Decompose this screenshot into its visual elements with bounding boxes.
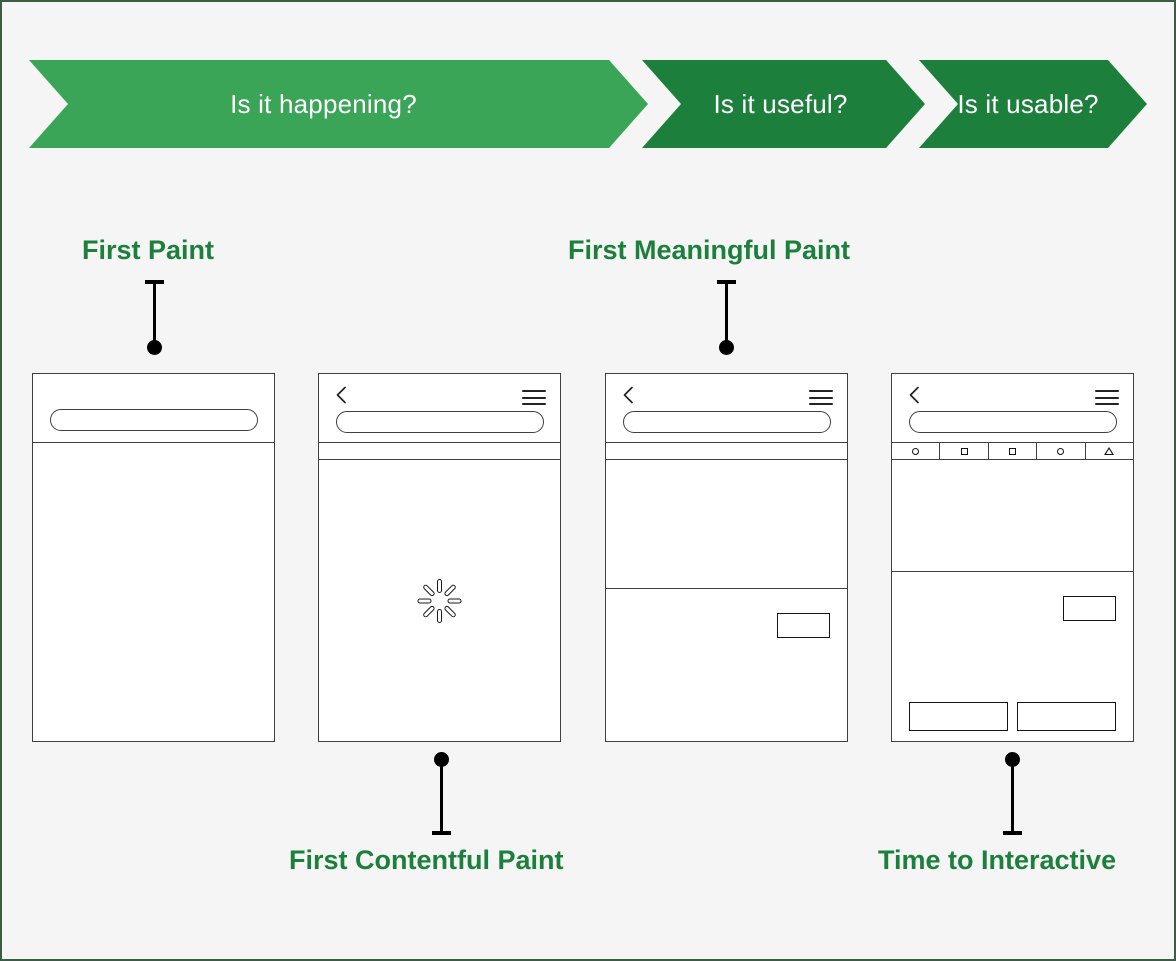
back-chevron-icon[interactable]	[622, 386, 635, 404]
user-experience-phase-banner: Is it happening? Is it useful? Is it usa…	[29, 60, 1147, 148]
hero-placeholder	[606, 460, 847, 588]
action-button-primary[interactable]	[909, 702, 1008, 731]
phase-label: Is it usable?	[957, 88, 1099, 119]
back-chevron-icon[interactable]	[335, 386, 348, 404]
leader-stem	[1011, 755, 1014, 835]
leader-stem	[440, 755, 443, 835]
content-section	[606, 588, 847, 741]
metric-label-first-paint: First Paint	[82, 235, 215, 265]
text-line-group	[623, 612, 759, 638]
toolbar-cell-square-2[interactable]	[989, 443, 1038, 459]
loading-spinner-icon	[417, 578, 463, 624]
metric-label-first-contentful-paint: First Contentful Paint	[289, 845, 564, 875]
phase-chevron-is-it-happening[interactable]: Is it happening?	[29, 60, 648, 148]
action-button-secondary[interactable]	[1017, 702, 1116, 731]
phase-label: Is it useful?	[713, 88, 848, 119]
page-viewport-content	[606, 460, 847, 741]
action-button-row	[909, 702, 1116, 731]
phone-mockup-first-meaningful-paint	[605, 373, 848, 742]
hamburger-menu-icon[interactable]	[522, 390, 546, 405]
square-icon	[1009, 447, 1017, 455]
triangle-icon	[1104, 447, 1115, 455]
leader-line-first-contentful-paint	[426, 752, 456, 835]
leader-line-time-to-interactive	[997, 752, 1027, 835]
hero-placeholder	[892, 460, 1133, 571]
back-chevron-icon[interactable]	[908, 386, 921, 404]
toolbar-cell-circle-2[interactable]	[1037, 443, 1086, 459]
thumbnail-placeholder	[777, 613, 830, 638]
hamburger-menu-icon[interactable]	[809, 390, 833, 405]
content-section	[892, 571, 1133, 741]
app-icon-toolbar	[892, 443, 1133, 460]
phase-label: Is it happening?	[230, 88, 417, 119]
toolbar-strip	[606, 443, 847, 460]
square-icon	[960, 447, 968, 455]
url-bar[interactable]	[336, 411, 544, 433]
leader-cap	[432, 831, 451, 835]
browser-chrome	[33, 374, 274, 443]
toolbar-cell-square-1[interactable]	[940, 443, 989, 459]
url-bar[interactable]	[909, 411, 1117, 433]
leader-dot	[147, 340, 162, 355]
browser-chrome	[892, 374, 1133, 443]
phone-mockup-first-contentful-paint	[318, 373, 561, 742]
phase-chevron-is-it-usable[interactable]: Is it usable?	[919, 60, 1147, 148]
hamburger-menu-icon[interactable]	[1095, 390, 1119, 405]
thumbnail-placeholder	[1063, 596, 1116, 621]
circle-icon	[1057, 447, 1065, 455]
text-line-group	[909, 595, 1045, 621]
content-block	[892, 595, 1133, 621]
leader-dot	[719, 340, 734, 355]
browser-chrome	[319, 374, 560, 443]
browser-chrome	[606, 374, 847, 443]
content-block	[606, 612, 847, 638]
metric-label-first-meaningful-paint: First Meaningful Paint	[568, 235, 851, 265]
toolbar-strip	[319, 443, 560, 460]
leader-stem	[725, 280, 728, 352]
toolbar-cell-triangle[interactable]	[1086, 443, 1133, 459]
leader-line-first-paint	[139, 280, 169, 355]
page-viewport-blank	[33, 443, 274, 741]
leader-line-first-meaningful-paint	[711, 280, 741, 355]
phone-mockup-time-to-interactive	[891, 373, 1134, 742]
leader-stem	[153, 280, 156, 352]
phase-chevron-is-it-useful[interactable]: Is it useful?	[642, 60, 925, 148]
leader-cap	[1003, 831, 1022, 835]
url-bar[interactable]	[50, 409, 258, 431]
metric-label-time-to-interactive: Time to Interactive	[878, 845, 1117, 875]
circle-icon	[912, 447, 920, 455]
page-viewport-interactive	[892, 460, 1133, 741]
toolbar-cell-circle-1[interactable]	[892, 443, 941, 459]
url-bar[interactable]	[623, 411, 831, 433]
phone-mockup-first-paint	[32, 373, 275, 742]
page-viewport-loading	[319, 460, 560, 741]
